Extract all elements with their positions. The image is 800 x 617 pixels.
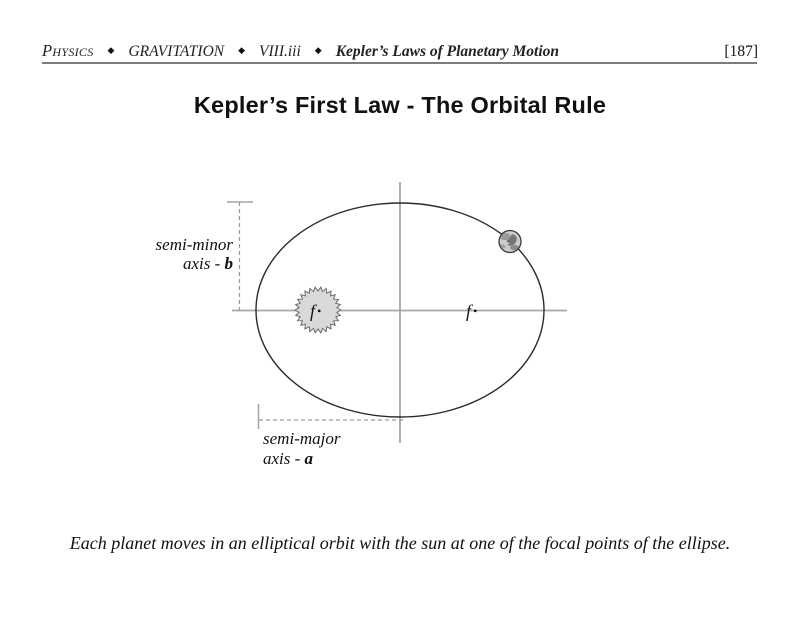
caption: Each planet moves in an elliptical orbit… — [69, 533, 731, 553]
semi-major-label-line2: axis - a — [263, 449, 314, 468]
page-title: Kepler’s First Law - The Orbital Rule — [193, 92, 607, 118]
header-section: GRAVITATION — [128, 43, 225, 60]
header-rule-divider — [42, 62, 757, 64]
empty-focus-label: f• — [466, 301, 477, 321]
orbit-ellipse — [255, 202, 545, 418]
header-course: Physics — [42, 41, 94, 60]
semi-minor-label-line1: semi-minor — [156, 235, 234, 254]
page-number: [187] — [724, 43, 758, 60]
page-header: Physics ◆ GRAVITATION ◆ VIII.iii ◆ Keple… — [42, 41, 758, 61]
sun-focus-label: f• — [310, 301, 321, 321]
sun-icon: f• — [293, 286, 343, 334]
diamond-icon: ◆ — [107, 45, 115, 55]
semi-major-label-line1: semi-major — [263, 429, 341, 448]
diamond-icon: ◆ — [238, 45, 246, 55]
header-chapter: VIII.iii — [259, 43, 301, 60]
header-topic: Kepler’s Laws of Planetary Motion — [335, 43, 560, 60]
semi-minor-label-line2: axis - b — [183, 254, 233, 273]
planet-icon — [498, 229, 522, 254]
diamond-icon: ◆ — [314, 45, 322, 55]
